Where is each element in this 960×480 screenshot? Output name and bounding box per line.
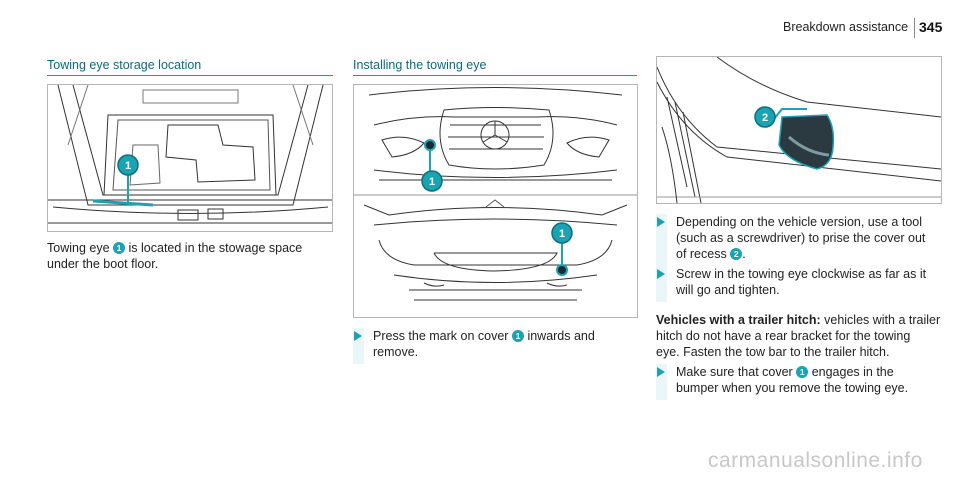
step-screw-in: Screw in the towing eye clockwise as far… bbox=[656, 266, 946, 302]
figure-cover-recess: 2 bbox=[656, 56, 942, 204]
heading-installing: Installing the towing eye bbox=[353, 58, 487, 72]
text-line: (such as a screwdriver) to prise the cov… bbox=[676, 231, 926, 245]
boot-floor-illustration: 1 bbox=[48, 85, 332, 224]
figure-callout-front: 1 bbox=[429, 176, 435, 188]
text-line: engages in the bbox=[811, 365, 894, 379]
text-line: inwards and bbox=[527, 329, 595, 343]
text-line: under the boot floor. bbox=[47, 257, 159, 271]
header-divider bbox=[914, 18, 915, 38]
figure-callout-2: 2 bbox=[762, 112, 768, 124]
figure-boot-floor: 1 bbox=[47, 84, 333, 232]
figure-callout-rear: 1 bbox=[559, 228, 565, 240]
step-cover-engages: Make sure that cover 1 engages in the bu… bbox=[656, 364, 946, 400]
bumper-illustration: 1 1 bbox=[354, 87, 637, 301]
page-number: 345 bbox=[919, 19, 943, 35]
step-prise-cover: Depending on the vehicle version, use a … bbox=[656, 214, 946, 266]
text-line: Make sure that cover bbox=[676, 365, 793, 379]
header-section-title: Breakdown assistance bbox=[783, 20, 909, 34]
trailer-hitch-note: Vehicles with a trailer hitch: vehicles … bbox=[656, 312, 946, 360]
text-line: Press the mark on cover bbox=[373, 329, 509, 343]
step-arrow-icon bbox=[354, 331, 362, 341]
step-bar bbox=[656, 364, 667, 400]
text-line: Screw in the towing eye clockwise as far… bbox=[676, 267, 927, 281]
heading-storage-location: Towing eye storage location bbox=[47, 58, 202, 72]
text-line: eye. Fasten the tow bar to the trailer h… bbox=[656, 345, 890, 359]
heading-rule bbox=[353, 75, 637, 76]
text-line: will go and tighten. bbox=[676, 283, 780, 297]
storage-location-text: Towing eye 1 is located in the stowage s… bbox=[47, 240, 337, 272]
text-line: Towing eye bbox=[47, 241, 110, 255]
step-text: Screw in the towing eye clockwise as far… bbox=[676, 266, 926, 298]
text-line: of recess bbox=[676, 247, 727, 261]
step-text: Make sure that cover 1 engages in the bu… bbox=[676, 364, 908, 396]
callout-badge: 1 bbox=[796, 366, 809, 378]
callout-badge: 1 bbox=[113, 242, 126, 254]
figure-callout-1: 1 bbox=[125, 160, 131, 172]
text-line: . bbox=[742, 247, 746, 261]
step-arrow-icon bbox=[657, 269, 665, 279]
step-bar bbox=[656, 266, 667, 302]
callout-badge: 1 bbox=[511, 330, 524, 342]
figure-front-rear-bumper: 1 1 bbox=[353, 84, 638, 318]
cover-recess-illustration: 2 bbox=[657, 57, 941, 203]
step-bar bbox=[656, 214, 667, 266]
callout-badge: 2 bbox=[730, 248, 743, 260]
note-label: Vehicles with a trailer hitch: bbox=[656, 313, 821, 327]
step-text: Press the mark on cover 1 inwards and re… bbox=[373, 328, 595, 360]
step-arrow-icon bbox=[657, 367, 665, 377]
text-line: hitch do not have a rear bracket for the… bbox=[656, 329, 911, 343]
step-text: Depending on the vehicle version, use a … bbox=[676, 214, 925, 262]
step-bar bbox=[353, 328, 364, 364]
text-line: remove. bbox=[373, 345, 419, 359]
text-line: is located in the stowage space bbox=[128, 241, 303, 255]
step-arrow-icon bbox=[657, 217, 665, 227]
step-press-cover: Press the mark on cover 1 inwards and re… bbox=[353, 328, 638, 364]
watermark-text: carmanualsonline.info bbox=[708, 449, 923, 472]
text-line: Depending on the vehicle version, use a … bbox=[676, 215, 922, 229]
text-line: bumper when you remove the towing eye. bbox=[676, 381, 909, 395]
text-line: vehicles with a trailer bbox=[824, 313, 941, 327]
heading-rule bbox=[47, 75, 333, 76]
